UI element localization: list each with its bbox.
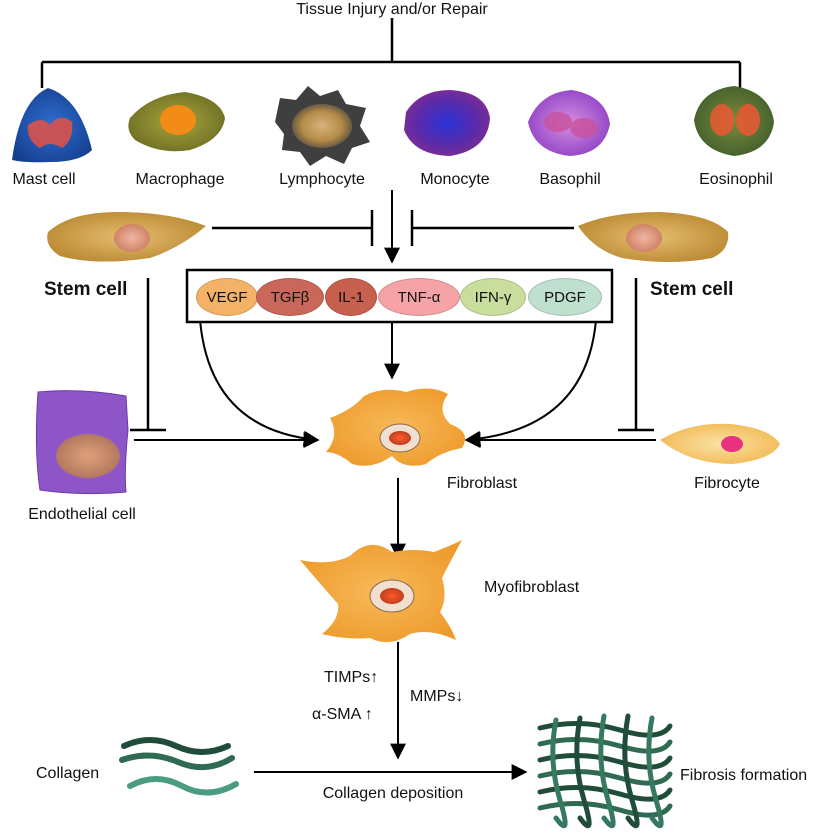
fibrocyte-icon: [660, 423, 780, 464]
label-eosinophil: Eosinophil: [699, 171, 773, 188]
endothelial-cell-icon: [35, 390, 129, 495]
cytokine-il1: IL-1: [325, 278, 377, 316]
cytokine-vegf: VEGF: [196, 278, 258, 316]
cytokine-tgfb: TGFβ: [256, 278, 324, 316]
label-collagen-deposition: Collagen deposition: [322, 785, 464, 802]
label-basophil: Basophil: [539, 171, 601, 188]
fibroblast-icon: [326, 388, 466, 466]
eosinophil-icon: [694, 86, 774, 156]
macrophage-icon: [128, 92, 225, 152]
label-stem-cell-left: Stem cell: [44, 279, 128, 300]
label-asma: α-SMA ↑: [312, 706, 373, 723]
label-timps: TIMPs↑: [324, 669, 379, 686]
lymphocyte-icon: [275, 86, 370, 166]
label-fibrosis-formation: Fibrosis formation: [680, 767, 808, 784]
label-fibroblast: Fibroblast: [446, 475, 518, 492]
label-macrophage: Macrophage: [135, 171, 225, 188]
cytokine-tnfa: TNF-α: [378, 278, 460, 316]
label-endothelial-cell: Endothelial cell: [28, 506, 136, 523]
mast-cell-icon: [12, 88, 92, 163]
label-monocyte: Monocyte: [420, 171, 490, 188]
label-lymphocyte: Lymphocyte: [279, 171, 365, 188]
monocyte-icon: [404, 90, 490, 156]
label-fibrocyte: Fibrocyte: [694, 475, 760, 492]
inhibition-lines: [130, 210, 654, 432]
cytokine-ifng: IFN-γ: [460, 278, 526, 316]
label-mast-cell: Mast cell: [12, 171, 76, 188]
basophil-icon: [528, 90, 610, 156]
diagram-title: Tissue Injury and/or Repair: [296, 1, 488, 18]
fibrosis-icon: [537, 713, 673, 829]
myofibroblast-icon: [300, 540, 462, 643]
label-myofibroblast: Myofibroblast: [484, 579, 580, 596]
arrows: [134, 190, 656, 780]
collagen-icon: [119, 737, 239, 796]
label-stem-cell-right: Stem cell: [650, 279, 734, 300]
label-collagen: Collagen: [36, 765, 100, 782]
stem-cell-left-icon: [47, 212, 207, 262]
cytokine-pdgf: PDGF: [528, 278, 602, 316]
label-mmps: MMPs↓: [410, 688, 464, 705]
title-tree: [40, 18, 742, 88]
stem-cell-right-icon: [578, 212, 729, 262]
